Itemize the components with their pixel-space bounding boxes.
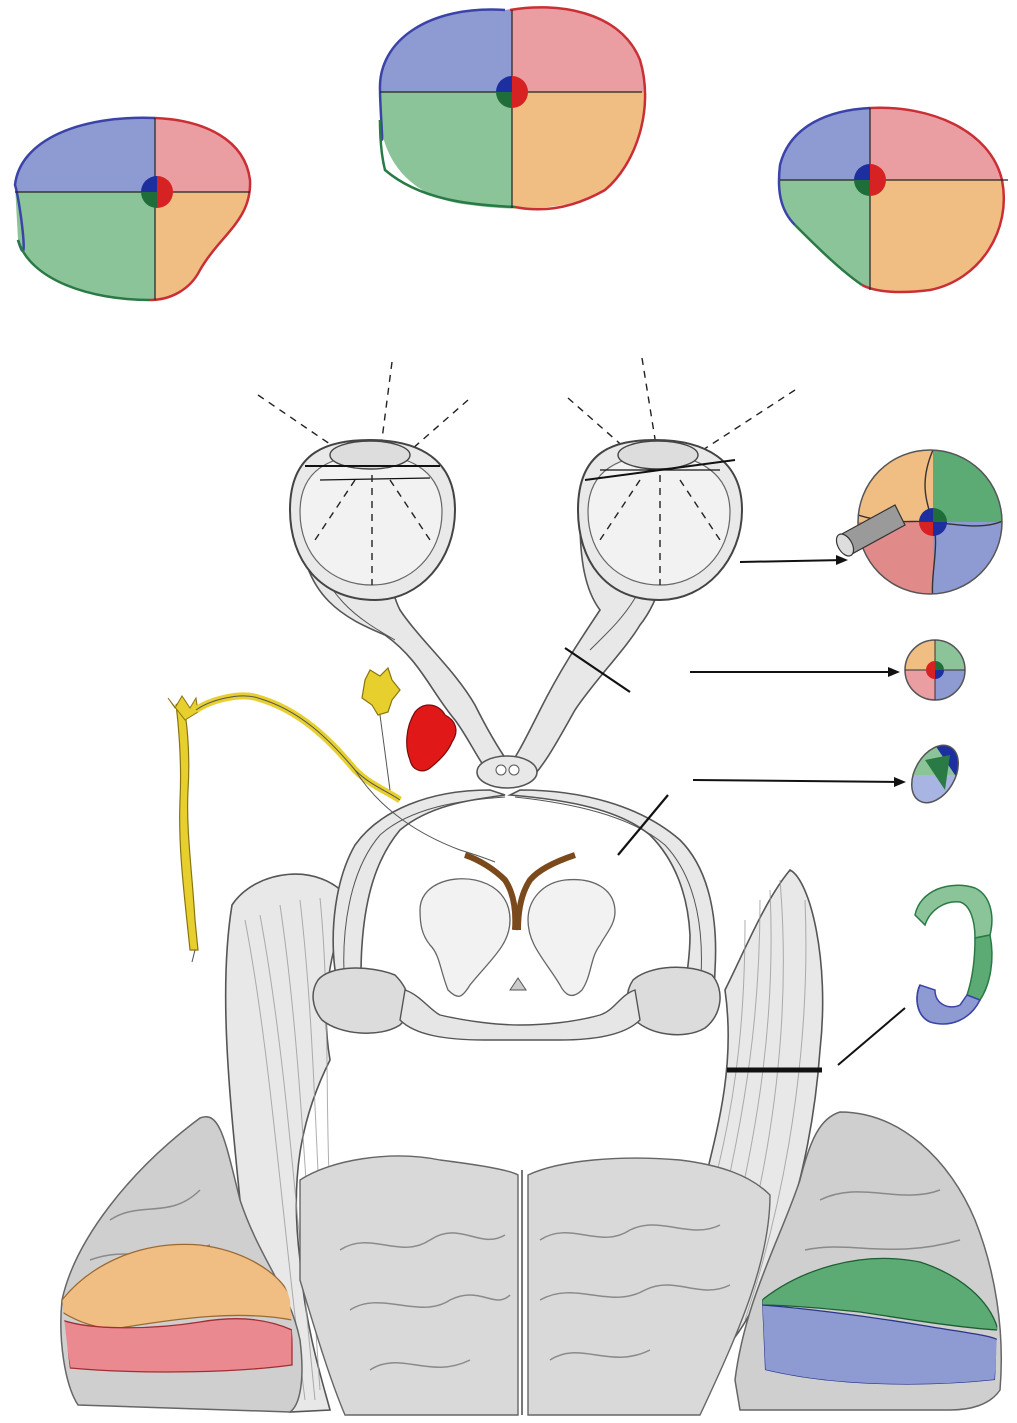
lateral-geniculate-body-right [627,967,720,1034]
optic-radiation-cross-section [915,885,992,1024]
optic-tract-cross-section [902,737,968,815]
upper-temporal-quadrant [0,100,155,192]
red-ganglion-cell [407,705,456,771]
retina-sphere [833,445,1013,602]
lower-temporal-quadrant [770,180,870,300]
lateral-geniculate-body-left [313,968,409,1033]
upper-nasal-quadrant [870,100,1015,180]
lower-temporal-quadrant [370,92,512,222]
upper-temporal-quadrant [770,100,870,180]
lower-nasal-quadrant [512,92,662,222]
bipolar-cell-elongated [176,700,198,950]
eye-left [290,440,455,600]
upper-nasal-projection-left [62,1319,292,1372]
pulvinar-left [420,879,510,997]
visual-field-left [0,100,265,312]
occipital-lobe-left [300,1156,518,1415]
occipital-lobe-right [528,1158,770,1415]
upper-temporal-quadrant [370,0,512,92]
macula-left [141,176,173,208]
occipital-cortex [300,1156,770,1415]
midbrain-section [313,855,720,1040]
macula-binocular [496,76,528,108]
optic-chiasm [477,756,537,788]
eye-right [578,440,742,600]
macula-right [854,164,886,196]
visual-field-binocular [370,0,662,222]
optic-nerve-cross-section [900,635,970,705]
lower-nasal-quadrant [155,192,265,312]
pulvinar-right [528,880,615,996]
visual-field-right [770,100,1015,300]
bipolar-cell-short [362,668,400,715]
